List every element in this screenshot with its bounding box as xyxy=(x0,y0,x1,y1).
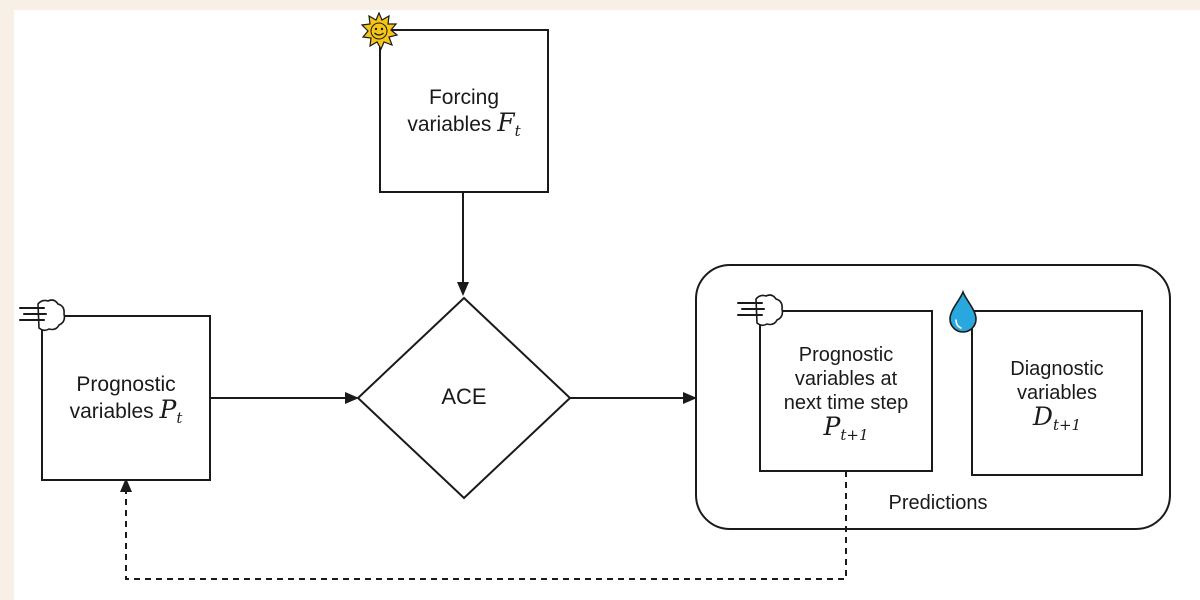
prognostic-label-word: variables xyxy=(69,400,154,423)
diagram-edges xyxy=(120,192,1171,580)
diagram-canvas: ACE Forcing variables Ft Prognostic vari… xyxy=(14,10,1200,600)
forcing-label-line2: variables Ft xyxy=(407,108,521,140)
prognostic-next-line3: next time step xyxy=(783,392,909,414)
forcing-label-word: variables xyxy=(407,113,492,136)
wind-cloud-icon xyxy=(19,299,66,332)
prognostic-symbol: Pt xyxy=(159,395,183,427)
diagnostic-variables-box: Diagnostic variables Dt+1 xyxy=(971,310,1143,476)
prognostic-next-line1: Prognostic xyxy=(798,344,894,366)
sun-icon xyxy=(360,12,398,50)
prognostic-next-line2: variables at xyxy=(794,368,898,390)
water-drop-icon xyxy=(949,290,977,333)
prognostic-next-step-box: Prognostic variables at next time step P… xyxy=(759,310,933,472)
forcing-label-line1: Forcing xyxy=(428,86,500,109)
ace-label: ACE xyxy=(441,384,487,409)
predictions-container xyxy=(695,264,1171,530)
prognostic-label-line2: variables Pt xyxy=(69,395,183,427)
forcing-symbol: Ft xyxy=(497,108,521,140)
forcing-variables-box: Forcing variables Ft xyxy=(379,29,549,193)
diagnostic-line1: Diagnostic xyxy=(1010,358,1104,380)
wind-cloud-icon xyxy=(737,294,784,327)
prognostic-variables-box: Prognostic variables Pt xyxy=(41,315,211,481)
diagnostic-symbol: Dt+1 xyxy=(1032,402,1082,434)
arrow-feedback-dashed xyxy=(120,471,847,580)
prognostic-next-symbol: Pt+1 xyxy=(823,412,869,444)
predictions-label: Predictions xyxy=(888,492,988,514)
ace-diamond xyxy=(356,296,572,500)
prognostic-label-line1: Prognostic xyxy=(76,373,176,396)
diagnostic-line2: variables xyxy=(1016,382,1098,404)
